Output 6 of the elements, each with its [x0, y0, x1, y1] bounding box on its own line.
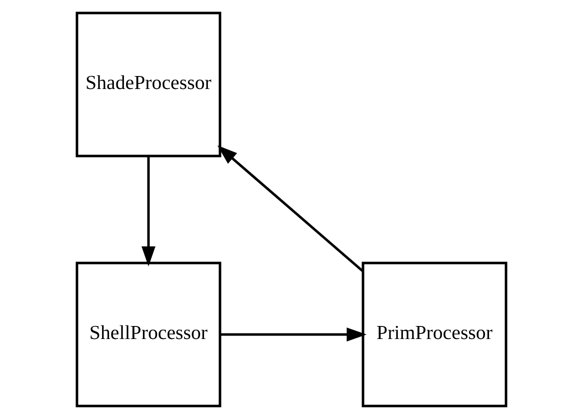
node-box: ShadeProcessor: [75, 12, 221, 158]
node-box: ShellProcessor: [75, 262, 221, 408]
arrow: [216, 145, 363, 272]
arrow: [141, 156, 155, 266]
node-box: PrimProcessor: [361, 262, 507, 408]
arrow: [220, 328, 366, 342]
